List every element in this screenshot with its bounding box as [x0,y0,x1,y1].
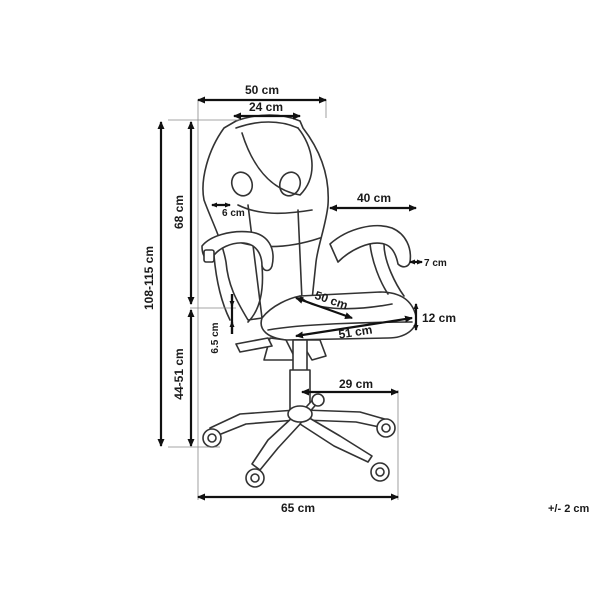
label-backrest-side: 6 cm [222,208,245,219]
label-tolerance: +/- 2 cm [548,503,589,515]
label-base-diameter: 65 cm [281,501,315,515]
gas-lift [292,339,308,373]
label-seat-thickness: 12 cm [422,311,456,325]
label-backrest-height: 68 cm [172,195,186,229]
label-armrest-width: 7 cm [424,258,447,269]
label-armrest-depth: 40 cm [357,191,391,205]
armrest-right [329,224,412,268]
label-backrest-top-width: 24 cm [249,100,283,114]
extension-lines [168,100,399,500]
casters [202,393,396,488]
dimension-lines [157,96,423,501]
label-seat-width: 51 cm [337,322,373,341]
star-base [209,393,389,471]
chair-illustration [201,114,417,488]
label-total-height: 108-115 cm [142,246,156,310]
label-seat-height: 44-51 cm [172,348,186,399]
label-armrest-gap: 6.5 cm [210,322,221,353]
dim-line-seat-depth [295,296,353,320]
label-overall-width: 50 cm [245,83,279,97]
backrest-hole-right [278,171,302,197]
backrest-hole-left [230,171,254,197]
label-base-radius: 29 cm [339,377,373,391]
dim-line-seat-width [295,315,413,339]
